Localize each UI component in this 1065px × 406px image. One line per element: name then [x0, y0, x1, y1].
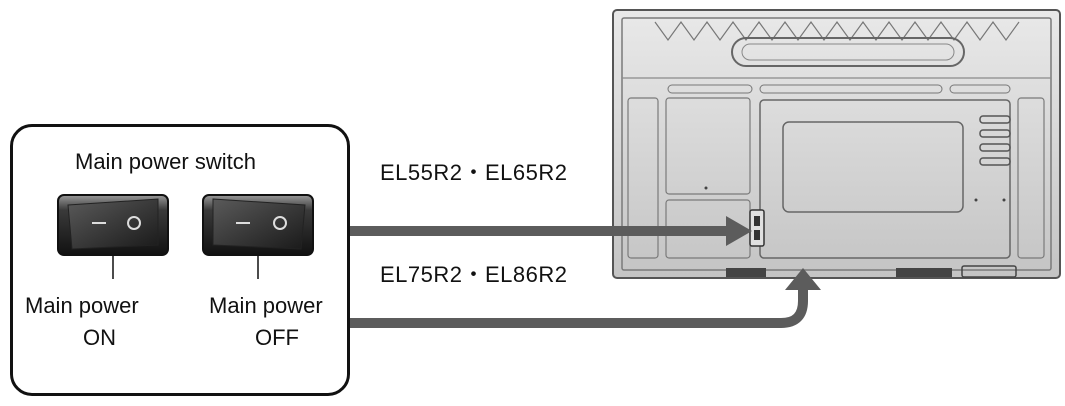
arrow-lower-models [350, 268, 821, 328]
arrow-upper-models [350, 216, 752, 246]
switch-on-label-line2: ON [83, 325, 116, 350]
off-circle-icon [127, 216, 141, 230]
switch-off-label-line1: Main power [209, 293, 323, 318]
model-label-lower: EL75R2・EL86R2 [380, 262, 568, 287]
display-rear-view [612, 9, 1061, 279]
switch-on-illustration [57, 194, 169, 279]
switch-illustrations [57, 194, 314, 279]
switch-on-label-line1: Main power [25, 293, 139, 318]
model-label-upper: EL55R2・EL65R2 [380, 160, 568, 185]
panel-title: Main power switch [75, 149, 256, 174]
off-circle-icon [273, 216, 287, 230]
switch-off-illustration [202, 194, 314, 279]
switch-off-label-line2: OFF [255, 325, 299, 350]
main-power-switch-panel: Main power switch Main power ON Main pow… [10, 124, 350, 396]
